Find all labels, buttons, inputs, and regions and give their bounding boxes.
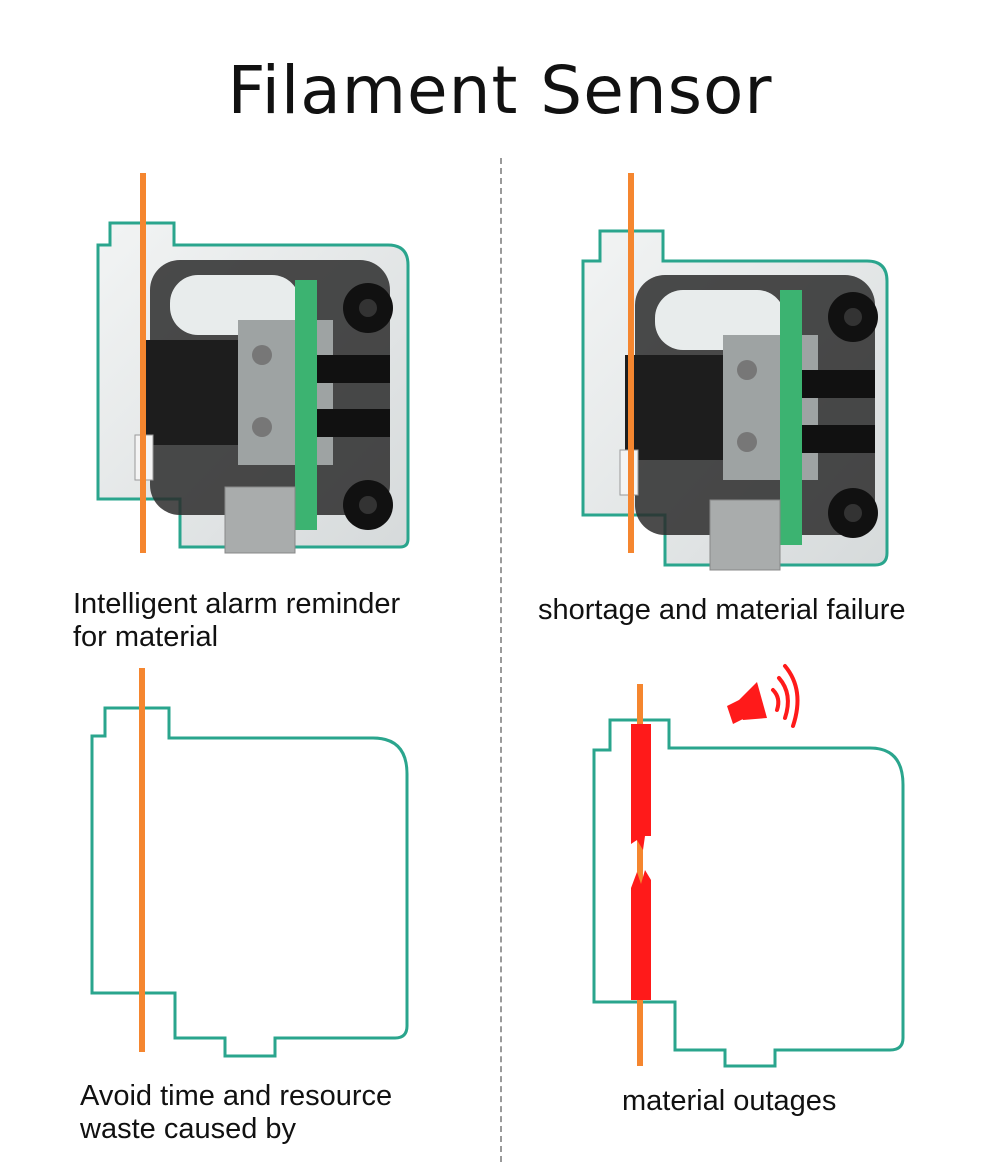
sensor-render-filament-present: [90, 165, 420, 575]
caption-top-left: Intelligent alarm reminder for material: [73, 588, 401, 653]
speaker-alarm-icon: [727, 664, 800, 728]
sensor-block: [723, 335, 818, 480]
broken-filament-lower: [631, 870, 651, 1000]
connector: [224, 486, 296, 554]
housing-outline: [592, 718, 905, 1068]
caption-bottom-right: material outages: [622, 1085, 837, 1117]
pcb-board: [780, 290, 802, 545]
vertical-divider: [500, 158, 502, 1162]
connector: [709, 499, 781, 571]
sensor-outline-filament-present: [85, 668, 415, 1060]
broken-filament-upper: [631, 724, 651, 850]
caption-top-right: shortage and material failure: [538, 594, 906, 626]
page-title: Filament Sensor: [227, 52, 773, 129]
sensor-render-filament-status: [575, 165, 905, 585]
sensor-outline-filament-broken: [585, 660, 915, 1070]
pcb-board: [295, 280, 317, 530]
caption-bottom-left: Avoid time and resource waste caused by: [80, 1080, 393, 1145]
sensor-block: [238, 320, 333, 465]
housing-outline: [90, 706, 409, 1058]
